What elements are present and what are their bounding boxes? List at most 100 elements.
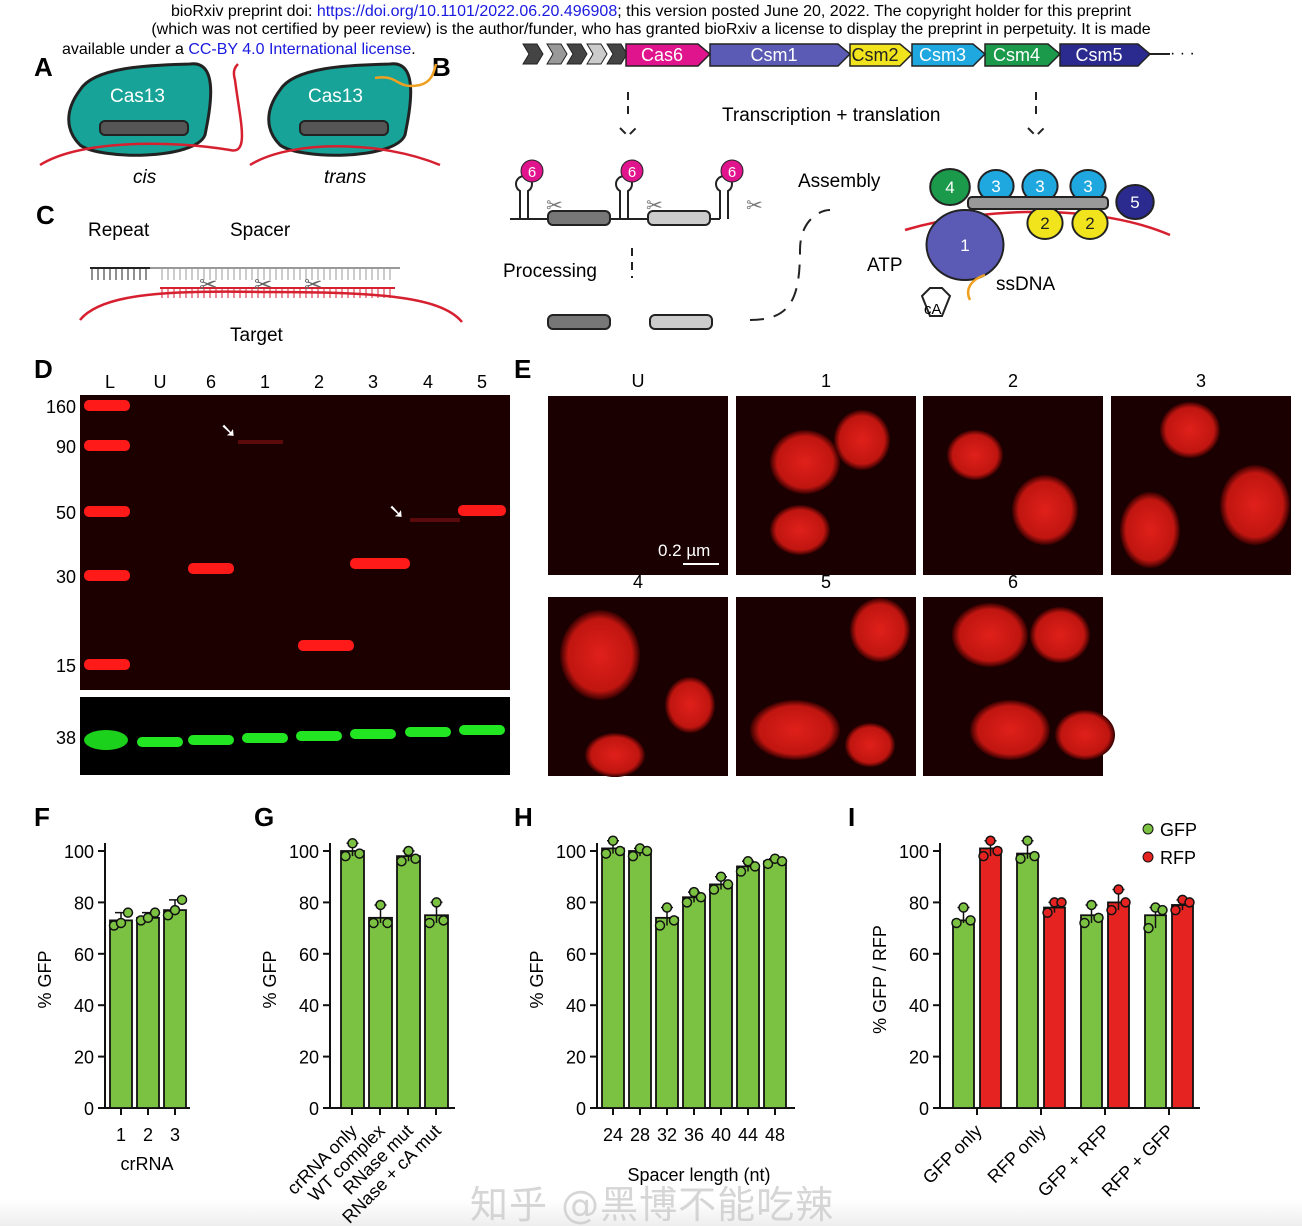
- data-point: [1093, 912, 1104, 924]
- loading-band: [188, 735, 234, 745]
- ladder-band: [84, 659, 130, 670]
- data-point: [403, 845, 414, 857]
- gene-arrow: [522, 43, 544, 65]
- y-axis-label: % GFP: [35, 950, 55, 1008]
- gene-label: Cas6: [641, 45, 683, 65]
- bar: [109, 919, 133, 1109]
- gene-arrow: [566, 43, 588, 65]
- ladder-band: [84, 506, 130, 517]
- x-axis-label: Spacer length (nt): [627, 1165, 770, 1185]
- lane-label: 6: [206, 372, 216, 392]
- y-tick-label: 0: [309, 1099, 319, 1119]
- cas6-label: 6: [528, 164, 536, 181]
- arrow-icon: ➘: [220, 420, 237, 442]
- legend-marker: [1142, 823, 1154, 835]
- legend-label: RFP: [1160, 848, 1196, 868]
- scale-bar-label: 0.2 µm: [658, 541, 710, 560]
- y-tick-label: 40: [566, 996, 586, 1016]
- data-point: [627, 850, 639, 862]
- ladder-band: [84, 570, 130, 581]
- protein-band: [188, 563, 234, 574]
- faint-band: [410, 518, 460, 522]
- nucleus: [952, 603, 1028, 667]
- subunit-label: 3: [991, 177, 1000, 196]
- gene-label: Csm2: [851, 45, 898, 65]
- cas6-label: 6: [728, 164, 736, 181]
- gene-label: Csm4: [993, 45, 1040, 65]
- data-point: [742, 856, 754, 867]
- data-point: [985, 835, 996, 846]
- bar: [655, 916, 679, 1109]
- y-tick-label: 20: [74, 1048, 94, 1068]
- y-tick-label: 60: [299, 945, 319, 965]
- micrograph-label: 6: [1008, 572, 1018, 592]
- nucleus: [1055, 710, 1115, 760]
- panel-label-f: F: [34, 802, 50, 832]
- license-link[interactable]: CC-BY 4.0 International license: [188, 41, 412, 58]
- target-label: Target: [230, 325, 284, 346]
- scissors-icon: ✂: [199, 272, 217, 297]
- hairpin: [715, 175, 733, 219]
- preprint-header-line1: bioRxiv preprint doi: https://doi.org/10…: [0, 3, 1302, 21]
- data-point: [688, 886, 700, 898]
- y-tick-label: 60: [74, 945, 94, 965]
- csm-subunit: [1115, 184, 1155, 220]
- preprint-header-line2: (which was not certified by peer review)…: [151, 21, 1151, 38]
- bar: [1107, 901, 1130, 1109]
- loading-band: [137, 737, 183, 747]
- data-point: [1157, 904, 1168, 916]
- data-point: [410, 853, 421, 864]
- subunit-label: 5: [1130, 193, 1139, 212]
- ladder-band: [84, 440, 130, 451]
- data-point: [654, 920, 666, 931]
- micrograph-2: [923, 396, 1103, 575]
- data-point: [1042, 907, 1053, 918]
- scissors-icon: ✂: [546, 195, 563, 217]
- x-axis-label: crRNA: [121, 1154, 174, 1174]
- scissors-icon: ✂: [646, 195, 663, 217]
- data-point: [722, 879, 734, 890]
- micrograph-image: [923, 396, 1103, 575]
- nucleus: [850, 598, 910, 662]
- data-point: [424, 917, 435, 929]
- header-text: bioRxiv preprint doi:: [170, 3, 317, 20]
- doi-link[interactable]: https://doi.org/10.1101/2022.06.20.49690…: [316, 3, 618, 20]
- y-tick-label: 60: [566, 945, 586, 965]
- x-tick-label: 3: [170, 1125, 180, 1145]
- ladder-band: [84, 400, 130, 411]
- lane-label: 5: [477, 372, 487, 392]
- bar: [736, 865, 760, 1109]
- lane-label: L: [105, 372, 115, 392]
- y-tick-label: 0: [576, 1099, 586, 1119]
- data-point: [735, 866, 747, 877]
- data-point: [614, 845, 626, 857]
- nucleus: [560, 610, 640, 700]
- panel-label-d: D: [34, 354, 53, 384]
- loading-band: [350, 729, 396, 739]
- y-tick-label: 60: [909, 945, 929, 965]
- bar: [368, 916, 393, 1109]
- lane-label: 4: [423, 372, 433, 392]
- nucleus: [1220, 465, 1290, 545]
- lane-label: 1: [260, 372, 270, 392]
- western-blot-red: [80, 395, 510, 690]
- data-point: [1029, 850, 1040, 862]
- atp-label: ATP: [867, 255, 903, 276]
- panel-label-e: E: [514, 354, 531, 384]
- data-point: [600, 848, 612, 859]
- page-footer: [0, 1200, 1302, 1226]
- loading-band: [459, 725, 505, 735]
- data-point: [375, 899, 386, 911]
- data-point: [176, 894, 188, 906]
- bar: [424, 914, 449, 1109]
- mw-marker: 160: [46, 397, 76, 417]
- bar: [979, 847, 1002, 1109]
- panel-label-c: C: [36, 200, 55, 230]
- csm-subunit: [925, 209, 1005, 281]
- faint-band: [238, 440, 283, 444]
- bar: [682, 896, 706, 1109]
- transcription-label: Transcription + translation: [722, 105, 940, 126]
- data-point: [762, 858, 774, 870]
- data-point: [1056, 897, 1067, 908]
